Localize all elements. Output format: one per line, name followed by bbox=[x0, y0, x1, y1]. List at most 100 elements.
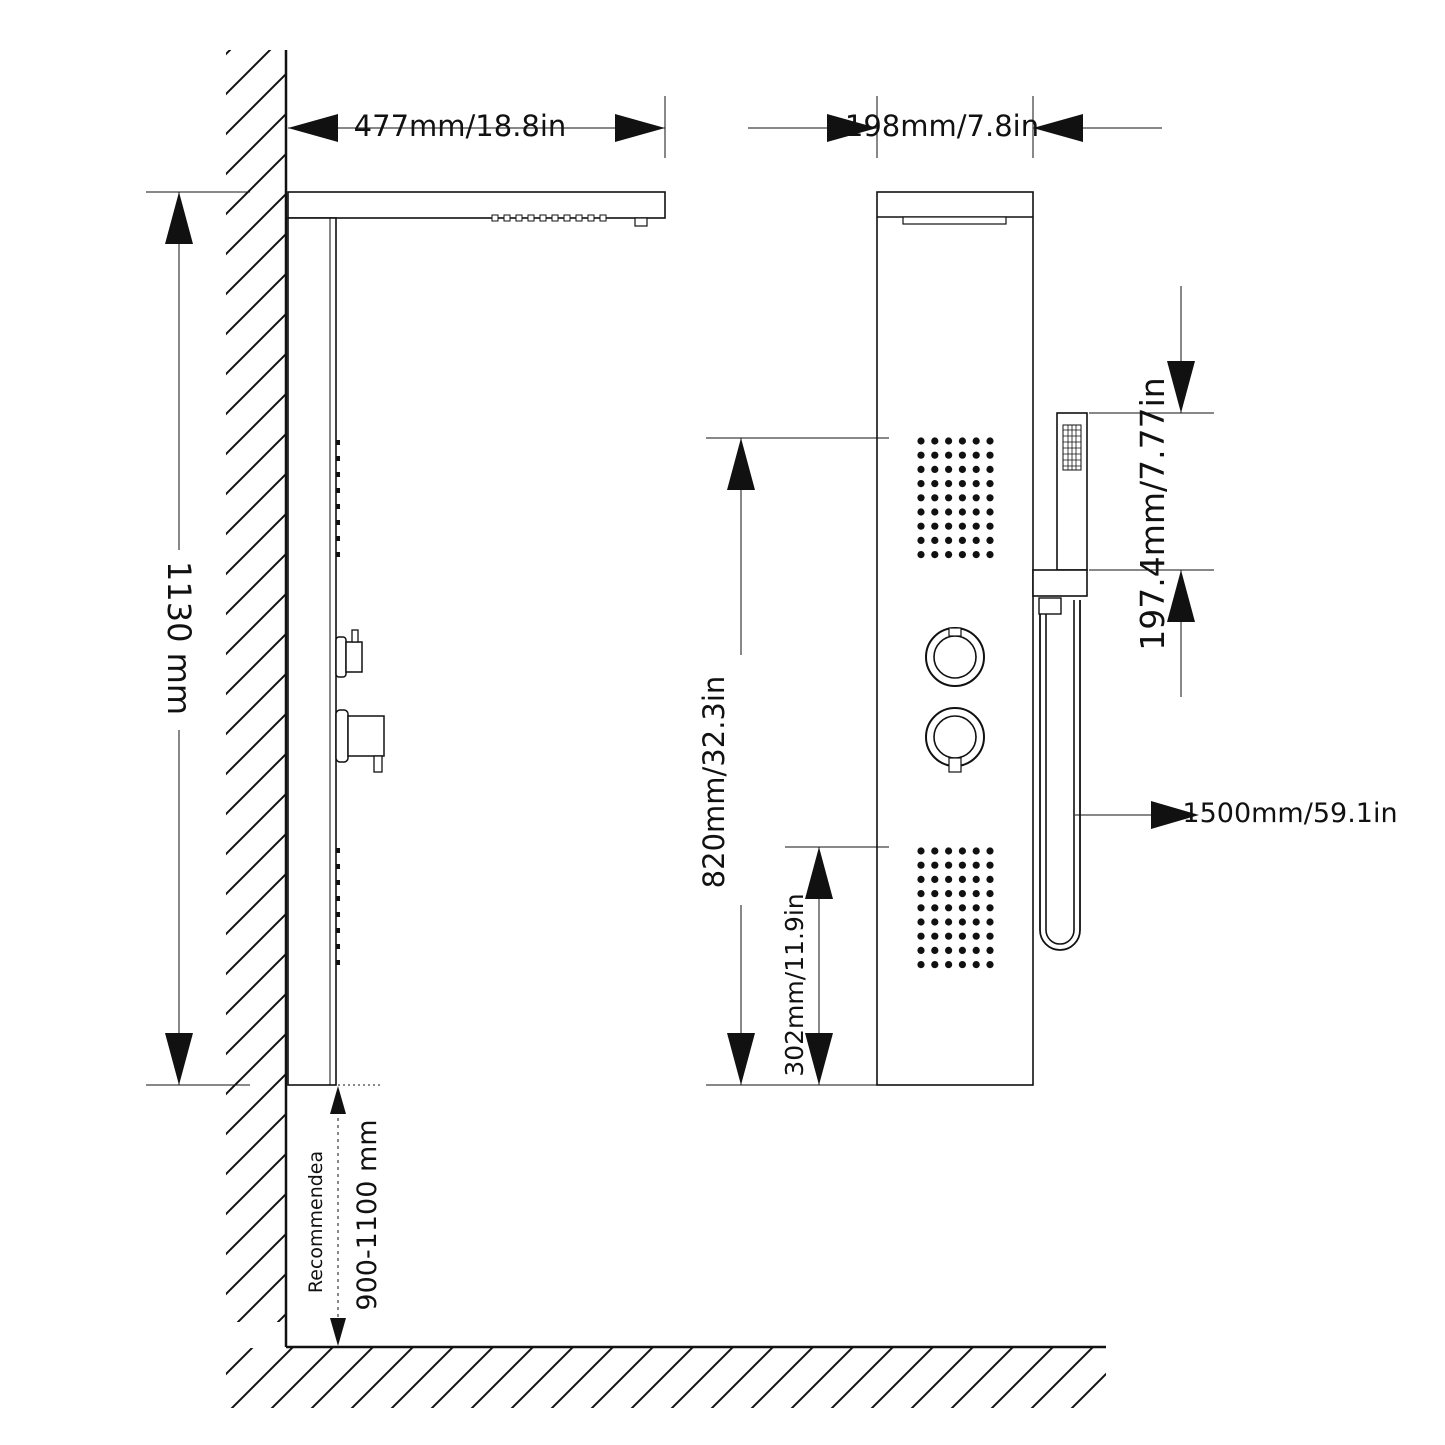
dimension-1500: 1500mm/59.1in bbox=[1075, 798, 1398, 829]
body-jet-dot bbox=[986, 494, 994, 502]
body-jet-dot bbox=[931, 904, 939, 912]
body-jet-dot bbox=[986, 451, 994, 459]
body-jet-dot bbox=[972, 508, 980, 516]
body-jet-dot bbox=[931, 847, 939, 855]
body-jet-dot bbox=[931, 918, 939, 926]
side-knob-upper bbox=[335, 629, 363, 678]
body-jet-dot bbox=[958, 522, 967, 530]
front-width-label: 198mm/7.8in bbox=[845, 109, 1039, 143]
body-jet-dot bbox=[931, 875, 939, 884]
body-jet-dot bbox=[917, 847, 925, 855]
body-jet-dot bbox=[986, 875, 994, 884]
body-jet-dot bbox=[972, 890, 980, 898]
body-jet-dot bbox=[945, 437, 953, 445]
body-jet-dot bbox=[986, 932, 994, 940]
body-jet-dot bbox=[917, 946, 925, 955]
body-jet-dot bbox=[931, 465, 939, 473]
body-jet-dot bbox=[958, 536, 967, 545]
body-jet-dot bbox=[958, 875, 967, 884]
side-height-label: 1130 mm bbox=[160, 561, 198, 715]
body-jet-dot bbox=[958, 932, 967, 940]
body-jet-dot bbox=[945, 932, 953, 940]
hose-connector bbox=[1038, 597, 1062, 615]
body-jet-dot bbox=[945, 451, 953, 459]
body-jet-dot bbox=[917, 918, 925, 926]
body-jet-dot bbox=[958, 437, 967, 445]
body-jet-dot bbox=[972, 522, 980, 530]
side-view-panel bbox=[287, 191, 666, 1086]
front-view-panel bbox=[876, 191, 1034, 1086]
bottom-offset-label: 302mm/11.9in bbox=[780, 893, 809, 1076]
body-jet-dot bbox=[931, 451, 939, 459]
body-jet-dot bbox=[917, 494, 925, 502]
recommended-label: Recommendea bbox=[305, 1151, 327, 1293]
body-jet-dot bbox=[917, 904, 925, 912]
body-jet-dot bbox=[917, 932, 925, 940]
body-jet-dot bbox=[986, 465, 994, 473]
recommended-range-label: 900-1100 mm bbox=[352, 1119, 383, 1310]
body-jet-dot bbox=[958, 890, 967, 898]
body-jet-dot bbox=[945, 551, 953, 559]
body-jet-dot bbox=[945, 875, 953, 884]
body-jet-dot bbox=[917, 508, 925, 516]
body-jet-dot bbox=[986, 847, 994, 855]
body-jet-dot bbox=[958, 494, 967, 502]
body-jet-dot bbox=[945, 890, 953, 898]
body-jet-dot bbox=[917, 536, 925, 545]
body-jet-dot bbox=[958, 451, 967, 459]
body-jet-dot bbox=[931, 861, 939, 869]
body-jet-dot bbox=[958, 861, 967, 869]
body-jet-dot bbox=[917, 451, 925, 459]
body-jet-dot bbox=[945, 847, 953, 855]
body-jet-dot bbox=[958, 508, 967, 516]
body-jet-dot bbox=[931, 522, 939, 530]
dimension-198: 198mm/7.8in bbox=[748, 96, 1162, 158]
dimension-302: 302mm/11.9in bbox=[780, 846, 889, 1085]
body-jet-dot bbox=[972, 904, 980, 912]
body-jet-dot bbox=[972, 918, 980, 926]
body-jet-dot bbox=[986, 522, 994, 530]
body-jet-dot bbox=[917, 480, 925, 488]
rain-nozzles bbox=[491, 214, 607, 222]
body-jet-dot bbox=[972, 536, 980, 545]
body-jet-dot bbox=[958, 465, 967, 473]
side-jets-lower bbox=[336, 848, 340, 965]
body-jet-dot bbox=[917, 465, 925, 473]
body-jet-dot bbox=[945, 494, 953, 502]
body-jet-dot bbox=[986, 890, 994, 898]
body-jet-dot bbox=[917, 522, 925, 530]
body-jet-dot bbox=[986, 437, 994, 445]
body-jet-dot bbox=[972, 551, 980, 559]
body-jet-dot bbox=[986, 536, 994, 545]
body-jet-dot bbox=[917, 875, 925, 884]
body-jet-dot bbox=[986, 961, 994, 969]
body-jet-dot bbox=[958, 946, 967, 955]
body-jet-dot bbox=[931, 961, 939, 969]
body-jet-dot bbox=[931, 551, 939, 559]
body-jet-dot bbox=[931, 437, 939, 445]
wall bbox=[226, 50, 288, 1347]
body-jet-dot bbox=[917, 437, 925, 445]
body-jet-dot bbox=[917, 890, 925, 898]
body-jet-dot bbox=[945, 465, 953, 473]
body-jet-dot bbox=[986, 508, 994, 516]
front-knob-upper bbox=[925, 627, 985, 687]
front-knob-lower bbox=[925, 707, 985, 773]
body-jet-dot bbox=[972, 451, 980, 459]
jet-span-label: 820mm/32.3in bbox=[697, 676, 731, 889]
body-jet-dot bbox=[945, 946, 953, 955]
front-jets-upper bbox=[917, 437, 994, 559]
body-jet-dot bbox=[931, 480, 939, 488]
body-jet-dot bbox=[917, 551, 925, 559]
body-jet-dot bbox=[917, 961, 925, 969]
body-jet-dot bbox=[972, 861, 980, 869]
body-jet-dot bbox=[986, 918, 994, 926]
body-jet-dot bbox=[986, 551, 994, 559]
front-jets-lower bbox=[917, 847, 994, 969]
body-jet-dot bbox=[986, 480, 994, 488]
body-jet-dot bbox=[972, 480, 980, 488]
body-jet-dot bbox=[972, 961, 980, 969]
body-jet-dot bbox=[931, 494, 939, 502]
dimension-recommended: Recommendea 900-1100 mm bbox=[305, 1084, 383, 1346]
